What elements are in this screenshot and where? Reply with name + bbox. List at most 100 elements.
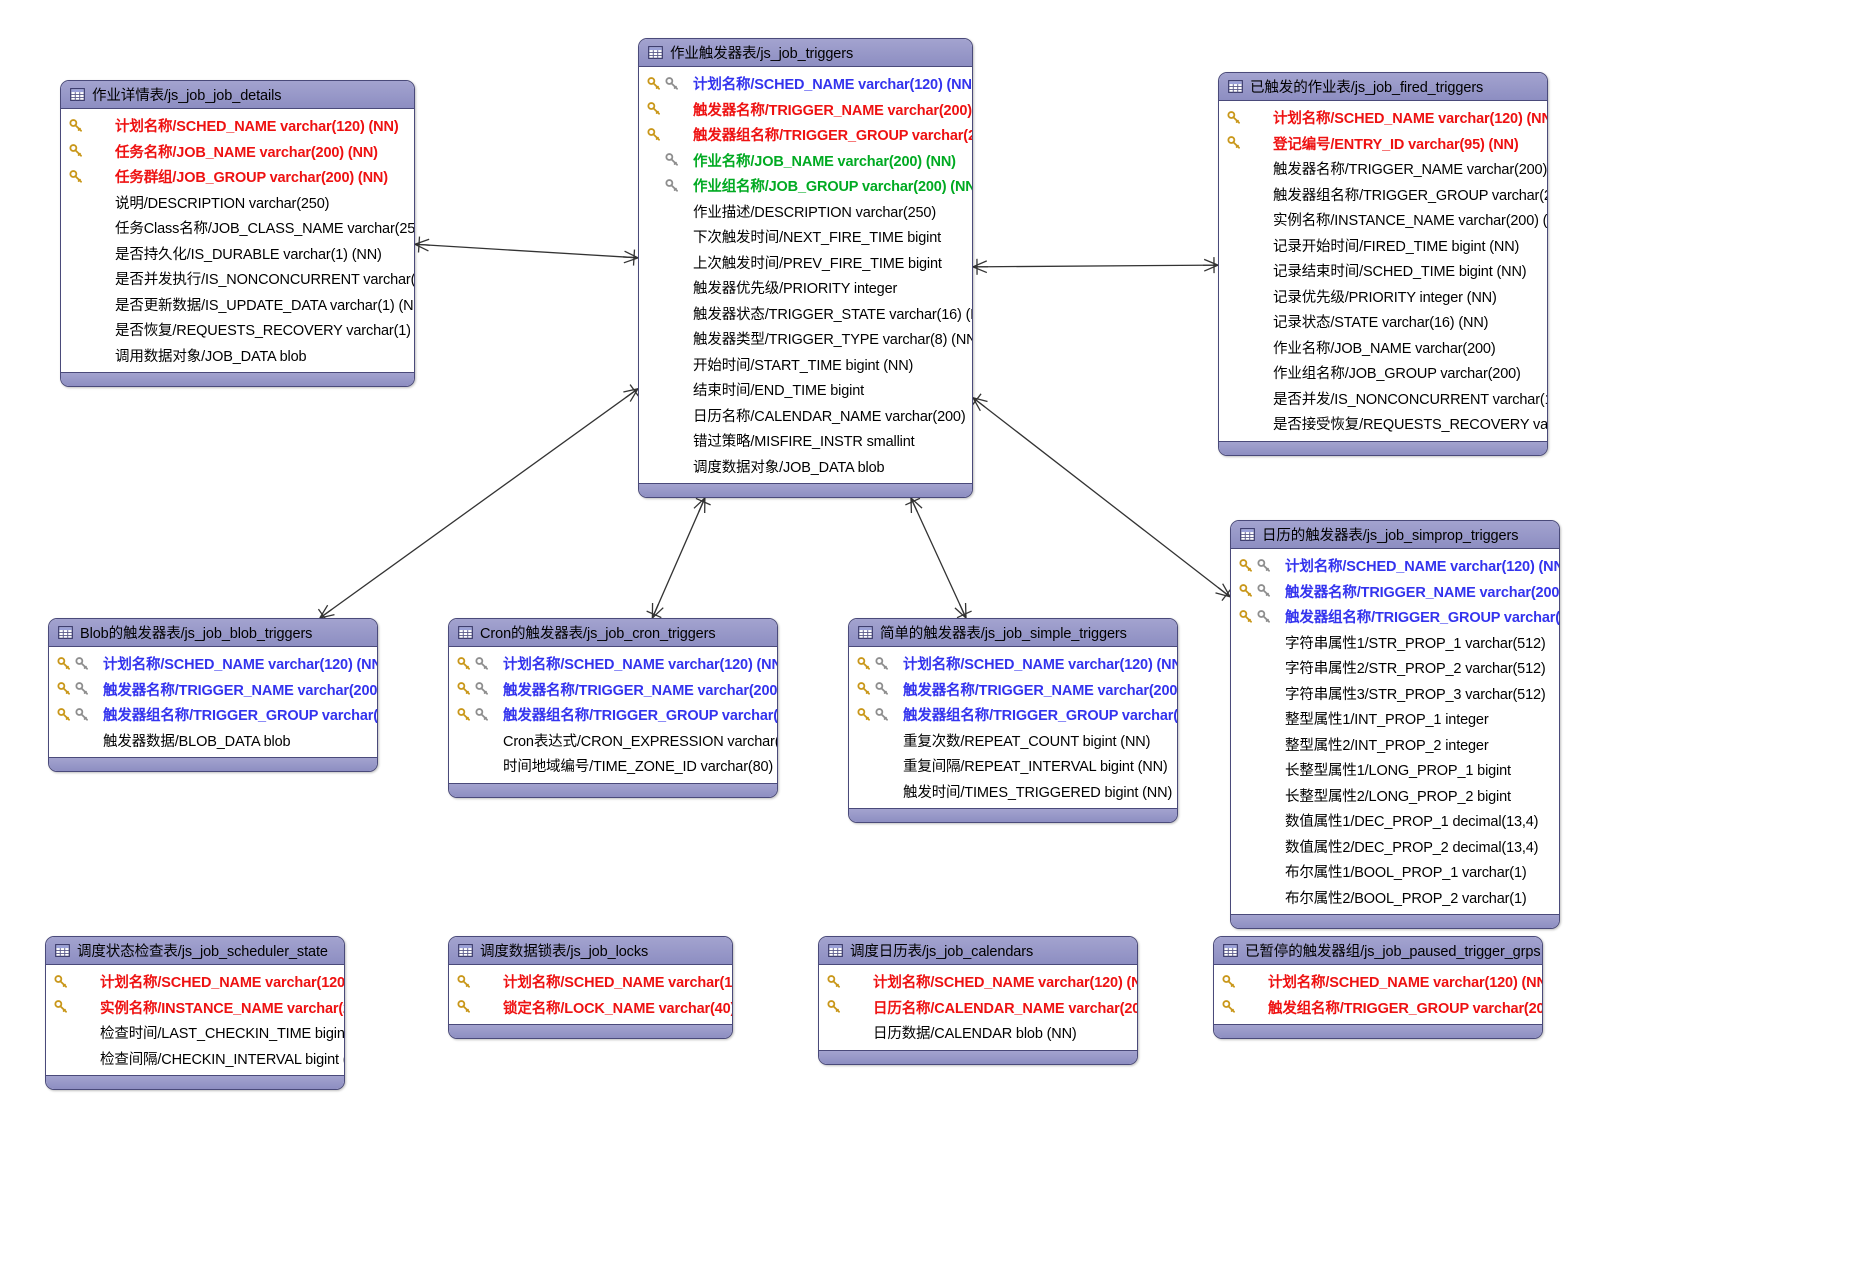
- field-row[interactable]: 触发器状态/TRIGGER_STATE varchar(16) (NN): [639, 301, 972, 327]
- field-row[interactable]: 登记编号/ENTRY_ID varchar(95) (NN): [1219, 131, 1547, 157]
- field-row[interactable]: 长整型属性2/LONG_PROP_2 bigint: [1231, 783, 1559, 809]
- field-row[interactable]: 记录状态/STATE varchar(16) (NN): [1219, 309, 1547, 335]
- field-row[interactable]: 字符串属性3/STR_PROP_3 varchar(512): [1231, 681, 1559, 707]
- field-row[interactable]: 检查时间/LAST_CHECKIN_TIME bigint (NN): [46, 1020, 344, 1046]
- entity-header-simprop_triggers[interactable]: 日历的触发器表/js_job_simprop_triggers: [1231, 521, 1559, 549]
- field-row[interactable]: 记录开始时间/FIRED_TIME bigint (NN): [1219, 233, 1547, 259]
- entity-table-simprop_triggers[interactable]: 日历的触发器表/js_job_simprop_triggers 计划名称/SCHE…: [1230, 520, 1560, 929]
- field-row[interactable]: 任务群组/JOB_GROUP varchar(200) (NN): [61, 164, 414, 190]
- field-row[interactable]: 日历数据/CALENDAR blob (NN): [819, 1020, 1137, 1046]
- field-row[interactable]: 任务名称/JOB_NAME varchar(200) (NN): [61, 139, 414, 165]
- field-row[interactable]: 计划名称/SCHED_NAME varchar(120) (NN): [639, 71, 972, 97]
- entity-table-job_details[interactable]: 作业详情表/js_job_job_details 计划名称/SCHED_NAME …: [60, 80, 415, 387]
- field-row[interactable]: 实例名称/INSTANCE_NAME varchar(200) (NN): [1219, 207, 1547, 233]
- field-row[interactable]: 触发器组名称/TRIGGER_GROUP varchar(200) (NN): [639, 122, 972, 148]
- field-row[interactable]: 触发组名称/TRIGGER_GROUP varchar(200) (NN): [1214, 995, 1542, 1021]
- field-row[interactable]: 重复间隔/REPEAT_INTERVAL bigint (NN): [849, 753, 1177, 779]
- field-row[interactable]: 计划名称/SCHED_NAME varchar(120) (NN): [1214, 969, 1542, 995]
- field-row[interactable]: 计划名称/SCHED_NAME varchar(120) (NN): [49, 651, 377, 677]
- field-row[interactable]: 触发器数据/BLOB_DATA blob: [49, 728, 377, 754]
- field-row[interactable]: 触发器名称/TRIGGER_NAME varchar(200) (NN): [849, 677, 1177, 703]
- entity-header-calendars[interactable]: 调度日历表/js_job_calendars: [819, 937, 1137, 965]
- entity-table-calendars[interactable]: 调度日历表/js_job_calendars 计划名称/SCHED_NAME va…: [818, 936, 1138, 1065]
- entity-table-fired_triggers[interactable]: 已触发的作业表/js_job_fired_triggers 计划名称/SCHED_…: [1218, 72, 1548, 456]
- field-row[interactable]: 长整型属性1/LONG_PROP_1 bigint: [1231, 757, 1559, 783]
- field-row[interactable]: 计划名称/SCHED_NAME varchar(120) (NN): [1231, 553, 1559, 579]
- field-row[interactable]: 是否并发/IS_NONCONCURRENT varchar(1): [1219, 386, 1547, 412]
- field-row[interactable]: 是否持久化/IS_DURABLE varchar(1) (NN): [61, 241, 414, 267]
- field-row[interactable]: 触发器名称/TRIGGER_NAME varchar(200) (NN): [639, 97, 972, 123]
- field-row[interactable]: 触发器类型/TRIGGER_TYPE varchar(8) (NN): [639, 326, 972, 352]
- field-row[interactable]: 触发器名称/TRIGGER_NAME varchar(200) (NN): [1219, 156, 1547, 182]
- entity-table-scheduler_state[interactable]: 调度状态检查表/js_job_scheduler_state 计划名称/SCHED…: [45, 936, 345, 1090]
- entity-header-paused_trigger_grps[interactable]: 已暂停的触发器组/js_job_paused_trigger_grps: [1214, 937, 1542, 965]
- field-row[interactable]: 错过策略/MISFIRE_INSTR smallint: [639, 428, 972, 454]
- field-row[interactable]: 作业组名称/JOB_GROUP varchar(200) (NN): [639, 173, 972, 199]
- field-row[interactable]: 字符串属性1/STR_PROP_1 varchar(512): [1231, 630, 1559, 656]
- field-row[interactable]: 计划名称/SCHED_NAME varchar(120) (NN): [819, 969, 1137, 995]
- field-row[interactable]: 任务Class名称/JOB_CLASS_NAME varchar(250) (N…: [61, 215, 414, 241]
- field-row[interactable]: 说明/DESCRIPTION varchar(250): [61, 190, 414, 216]
- field-row[interactable]: 触发器名称/TRIGGER_NAME varchar(200) (NN): [449, 677, 777, 703]
- entity-header-job_details[interactable]: 作业详情表/js_job_job_details: [61, 81, 414, 109]
- field-row[interactable]: 记录结束时间/SCHED_TIME bigint (NN): [1219, 258, 1547, 284]
- field-row[interactable]: 重复次数/REPEAT_COUNT bigint (NN): [849, 728, 1177, 754]
- field-row[interactable]: 时间地域编号/TIME_ZONE_ID varchar(80): [449, 753, 777, 779]
- entity-table-paused_trigger_grps[interactable]: 已暂停的触发器组/js_job_paused_trigger_grps 计划名称/…: [1213, 936, 1543, 1039]
- field-row[interactable]: 作业名称/JOB_NAME varchar(200): [1219, 335, 1547, 361]
- entity-table-locks[interactable]: 调度数据锁表/js_job_locks 计划名称/SCHED_NAME varch…: [448, 936, 733, 1039]
- entity-header-simple_triggers[interactable]: 简单的触发器表/js_job_simple_triggers: [849, 619, 1177, 647]
- field-row[interactable]: 是否恢复/REQUESTS_RECOVERY varchar(1) (NN): [61, 317, 414, 343]
- field-row[interactable]: 数值属性2/DEC_PROP_2 decimal(13,4): [1231, 834, 1559, 860]
- field-row[interactable]: 触发器组名称/TRIGGER_GROUP varchar(200) (NN): [449, 702, 777, 728]
- field-row[interactable]: 开始时间/START_TIME bigint (NN): [639, 352, 972, 378]
- field-row[interactable]: 是否接受恢复/REQUESTS_RECOVERY varchar(1): [1219, 411, 1547, 437]
- field-row[interactable]: 计划名称/SCHED_NAME varchar(120) (NN): [61, 113, 414, 139]
- entity-header-cron_triggers[interactable]: Cron的触发器表/js_job_cron_triggers: [449, 619, 777, 647]
- entity-table-simple_triggers[interactable]: 简单的触发器表/js_job_simple_triggers 计划名称/SCHED…: [848, 618, 1178, 823]
- entity-header-locks[interactable]: 调度数据锁表/js_job_locks: [449, 937, 732, 965]
- field-row[interactable]: 布尔属性2/BOOL_PROP_2 varchar(1): [1231, 885, 1559, 911]
- entity-table-blob_triggers[interactable]: Blob的触发器表/js_job_blob_triggers 计划名称/SCHED…: [48, 618, 378, 772]
- field-row[interactable]: 字符串属性2/STR_PROP_2 varchar(512): [1231, 655, 1559, 681]
- field-row[interactable]: 触发时间/TIMES_TRIGGERED bigint (NN): [849, 779, 1177, 805]
- field-row[interactable]: 实例名称/INSTANCE_NAME varchar(200) (NN): [46, 995, 344, 1021]
- field-row[interactable]: 作业名称/JOB_NAME varchar(200) (NN): [639, 148, 972, 174]
- field-row[interactable]: 计划名称/SCHED_NAME varchar(120) (NN): [849, 651, 1177, 677]
- field-row[interactable]: 触发器组名称/TRIGGER_GROUP varchar(200) (NN): [1231, 604, 1559, 630]
- field-row[interactable]: 触发器组名称/TRIGGER_GROUP varchar(200) (NN): [849, 702, 1177, 728]
- field-row[interactable]: 是否更新数据/IS_UPDATE_DATA varchar(1) (NN): [61, 292, 414, 318]
- field-row[interactable]: 触发器组名称/TRIGGER_GROUP varchar(200) (NN): [1219, 182, 1547, 208]
- field-row[interactable]: 调度数据对象/JOB_DATA blob: [639, 454, 972, 480]
- field-row[interactable]: 触发器组名称/TRIGGER_GROUP varchar(200) (NN): [49, 702, 377, 728]
- field-row[interactable]: 作业描述/DESCRIPTION varchar(250): [639, 199, 972, 225]
- entity-table-cron_triggers[interactable]: Cron的触发器表/js_job_cron_triggers 计划名称/SCHED…: [448, 618, 778, 798]
- field-row[interactable]: 计划名称/SCHED_NAME varchar(120) (NN): [1219, 105, 1547, 131]
- field-row[interactable]: 上次触发时间/PREV_FIRE_TIME bigint: [639, 250, 972, 276]
- field-row[interactable]: 布尔属性1/BOOL_PROP_1 varchar(1): [1231, 859, 1559, 885]
- field-row[interactable]: 作业组名称/JOB_GROUP varchar(200): [1219, 360, 1547, 386]
- entity-table-job_triggers[interactable]: 作业触发器表/js_job_triggers 计划名称/SCHED_NAME va…: [638, 38, 973, 498]
- field-row[interactable]: 日历名称/CALENDAR_NAME varchar(200) (NN): [819, 995, 1137, 1021]
- entity-header-scheduler_state[interactable]: 调度状态检查表/js_job_scheduler_state: [46, 937, 344, 965]
- field-row[interactable]: 下次触发时间/NEXT_FIRE_TIME bigint: [639, 224, 972, 250]
- field-row[interactable]: 日历名称/CALENDAR_NAME varchar(200): [639, 403, 972, 429]
- field-row[interactable]: 整型属性2/INT_PROP_2 integer: [1231, 732, 1559, 758]
- entity-header-blob_triggers[interactable]: Blob的触发器表/js_job_blob_triggers: [49, 619, 377, 647]
- field-row[interactable]: 是否并发执行/IS_NONCONCURRENT varchar(1) (NN): [61, 266, 414, 292]
- field-row[interactable]: 锁定名称/LOCK_NAME varchar(40) (NN): [449, 995, 732, 1021]
- field-row[interactable]: 数值属性1/DEC_PROP_1 decimal(13,4): [1231, 808, 1559, 834]
- field-row[interactable]: 触发器名称/TRIGGER_NAME varchar(200) (NN): [49, 677, 377, 703]
- field-row[interactable]: 触发器优先级/PRIORITY integer: [639, 275, 972, 301]
- field-row[interactable]: 计划名称/SCHED_NAME varchar(120) (NN): [46, 969, 344, 995]
- field-row[interactable]: 计划名称/SCHED_NAME varchar(120) (NN): [449, 969, 732, 995]
- field-row[interactable]: 记录优先级/PRIORITY integer (NN): [1219, 284, 1547, 310]
- field-row[interactable]: 结束时间/END_TIME bigint: [639, 377, 972, 403]
- entity-header-fired_triggers[interactable]: 已触发的作业表/js_job_fired_triggers: [1219, 73, 1547, 101]
- field-row[interactable]: 调用数据对象/JOB_DATA blob: [61, 343, 414, 369]
- field-row[interactable]: 检查间隔/CHECKIN_INTERVAL bigint (NN): [46, 1046, 344, 1072]
- entity-header-job_triggers[interactable]: 作业触发器表/js_job_triggers: [639, 39, 972, 67]
- field-row[interactable]: Cron表达式/CRON_EXPRESSION varchar(120) (NN…: [449, 728, 777, 754]
- field-row[interactable]: 计划名称/SCHED_NAME varchar(120) (NN): [449, 651, 777, 677]
- field-row[interactable]: 触发器名称/TRIGGER_NAME varchar(200) (NN): [1231, 579, 1559, 605]
